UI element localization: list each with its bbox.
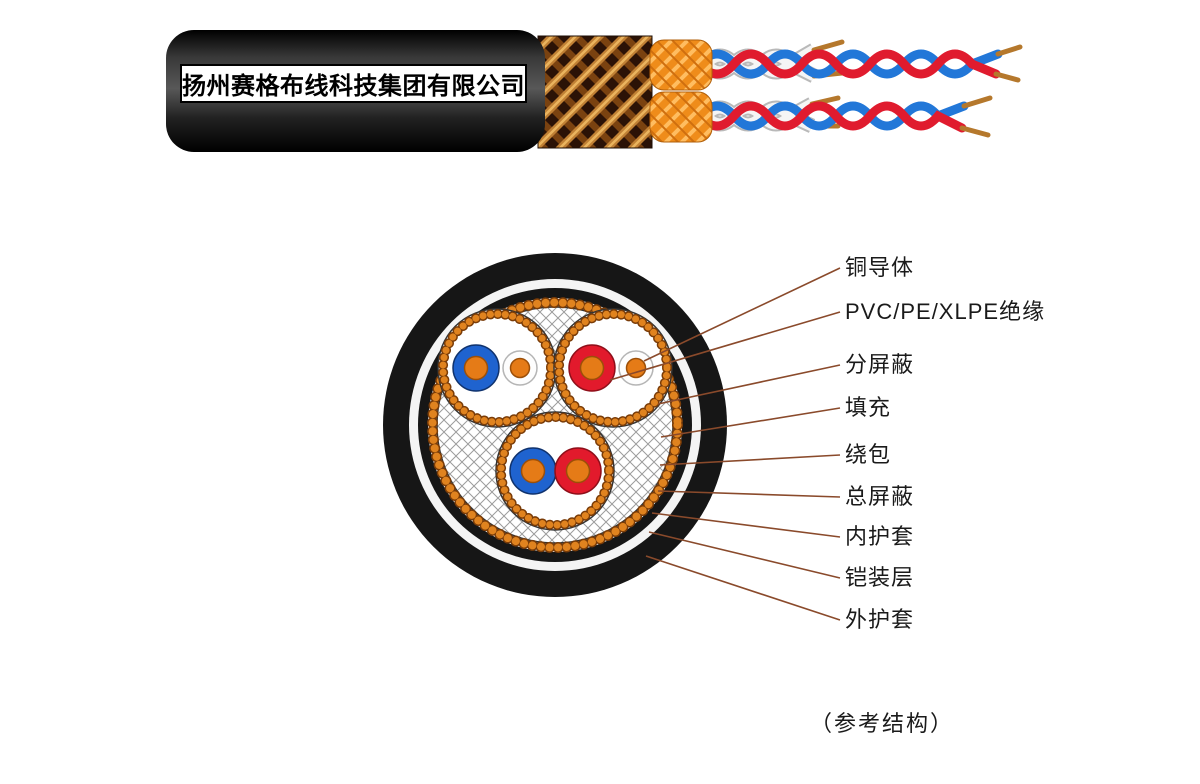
red-wire [695,49,1001,79]
copper-conductor [509,357,531,379]
label-inner-sheath: 内护套 [845,524,915,549]
cross-section-diagram [383,253,727,597]
leader-line-pair-shield [657,364,841,405]
pair-shield-beads [497,413,613,529]
leader-line-wrapping [659,454,841,466]
pair-shield-beads [555,310,671,426]
leader-line-copper-conductor [643,267,841,362]
leader-line-overall-shield [657,490,841,498]
copper-braid-shield [537,35,653,149]
shielded-pair-group [437,308,557,428]
leader-line-filler [660,407,841,438]
pair-shield-wrap-bottom [649,91,713,143]
shielded-pair-group [495,411,615,531]
leader-line-inner-sheath [651,512,841,538]
leader-line-outer-sheath [645,555,841,621]
copper-tip [993,71,1021,83]
copper-conductor [579,355,605,381]
copper-tip [961,95,993,109]
label-armor-layer: 铠装层 [845,565,915,590]
leader-lines [609,267,841,621]
red-wire [695,101,967,133]
pair-shield-wrap-top [649,39,713,91]
copper-tip [959,125,991,138]
label-filler: 填充 [845,395,892,420]
company-name: 扬州赛格布线科技集团有限公司 [182,73,525,100]
copper-tip [811,39,845,53]
label-insulation: PVC/PE/XLPE绝缘 [845,299,1046,324]
copper-conductor [565,458,591,484]
reference-structure-note: （参考结构） [810,711,955,736]
label-copper-conductor: 铜导体 [845,255,915,280]
label-overall-shield: 总屏蔽 [845,484,915,509]
overall-shield-beads [428,298,682,552]
label-outer-sheath: 外护套 [845,607,915,632]
leader-line-armor-layer [648,531,841,579]
twisted-pair-top [695,39,1023,83]
copper-conductor [520,458,546,484]
twisted-pair-bottom [695,95,993,138]
copper-conductor [625,357,647,379]
leader-line-insulation [609,311,841,381]
pair-shield-beads [439,310,555,426]
copper-conductor [463,355,489,381]
label-wrapping: 绕包 [845,442,892,467]
shielded-pair-group [553,308,673,428]
label-pair-shield: 分屏蔽 [845,352,915,377]
copper-tip [995,44,1023,57]
company-name-plate: 扬州赛格布线科技集团有限公司 [180,64,527,103]
